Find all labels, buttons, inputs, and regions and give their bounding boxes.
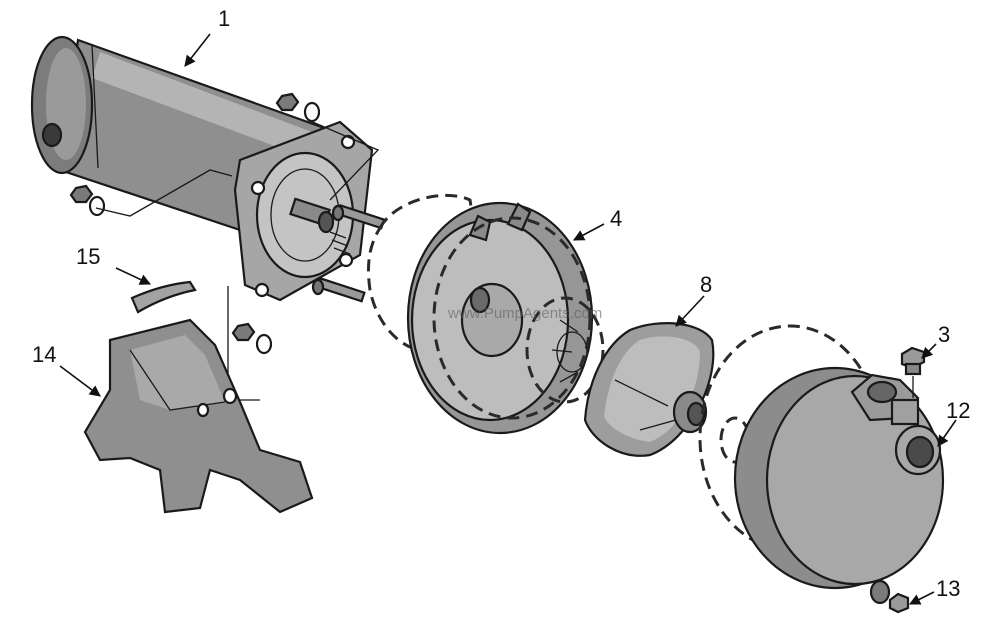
callout-4: 4: [610, 206, 622, 231]
callout-15: 15: [76, 244, 100, 269]
pump-base: [83, 318, 314, 514]
curved-spacer: [130, 280, 197, 314]
motor-shaft: [289, 197, 351, 255]
callout-13: 13: [936, 576, 960, 601]
nut-washer-top: [275, 92, 321, 123]
bolt-upper: [331, 204, 386, 230]
leader-lines: [59, 33, 957, 605]
callout-8: 8: [700, 272, 712, 297]
nut-washer-bottom: [231, 322, 273, 355]
diffuser: [583, 322, 715, 457]
callout-1: 1: [218, 6, 230, 31]
drain-plug: [888, 592, 910, 614]
callout-14: 14: [32, 342, 56, 367]
callout-3: 3: [938, 322, 950, 347]
nut-washer-left: [69, 184, 106, 217]
bolt-lower: [311, 277, 366, 303]
adapter-bracket: [406, 201, 594, 435]
pump-body: [733, 366, 945, 605]
priming-plug: [900, 346, 926, 398]
impeller: [525, 296, 605, 404]
callouts: 1 3 4 8 12 13 14 15: [32, 6, 970, 601]
callout-12: 12: [946, 398, 970, 423]
watermark-text: www.PumpAgents.com: [447, 305, 602, 322]
